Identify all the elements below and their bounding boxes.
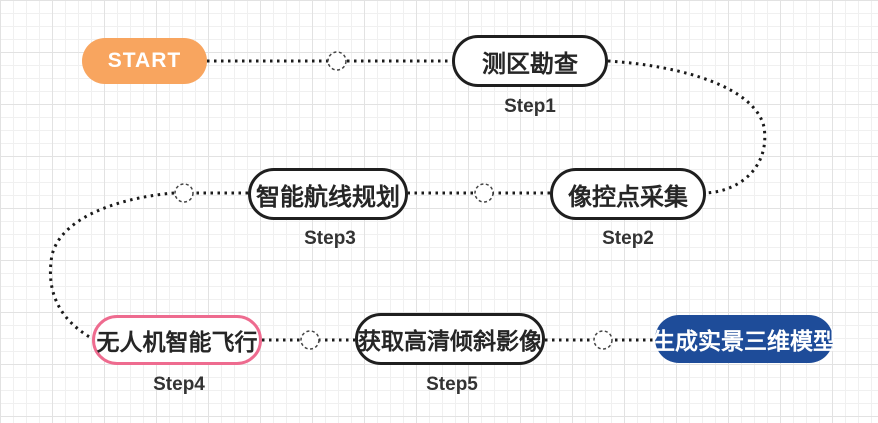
step-label-5: Step5 xyxy=(426,374,478,395)
start-node[interactable]: START xyxy=(82,38,207,84)
junction-circle-icon xyxy=(300,330,320,350)
connector-step3-step4 xyxy=(49,191,175,341)
step-label-2: Step2 xyxy=(602,228,654,249)
node-step2-control-points[interactable]: 像控点采集 xyxy=(550,168,706,220)
step-label-3: Step3 xyxy=(304,228,356,249)
node-step5-oblique-imagery[interactable]: 获取高清倾斜影像 xyxy=(355,313,545,365)
step-label-4: Step4 xyxy=(153,374,205,395)
node-step3-route-planning[interactable]: 智能航线规划 xyxy=(248,168,408,220)
junction-circle-icon xyxy=(174,183,194,203)
node-step1-survey[interactable]: 测区勘查 xyxy=(452,35,608,87)
node-result-3d-model[interactable]: 生成实景三维模型 xyxy=(652,315,836,363)
junction-circle-icon xyxy=(474,183,494,203)
junction-circle-icon xyxy=(593,330,613,350)
node-step4-uav-flight[interactable]: 无人机智能飞行 xyxy=(92,315,262,365)
junction-circle-icon xyxy=(327,51,347,71)
step-label-1: Step1 xyxy=(504,96,556,117)
